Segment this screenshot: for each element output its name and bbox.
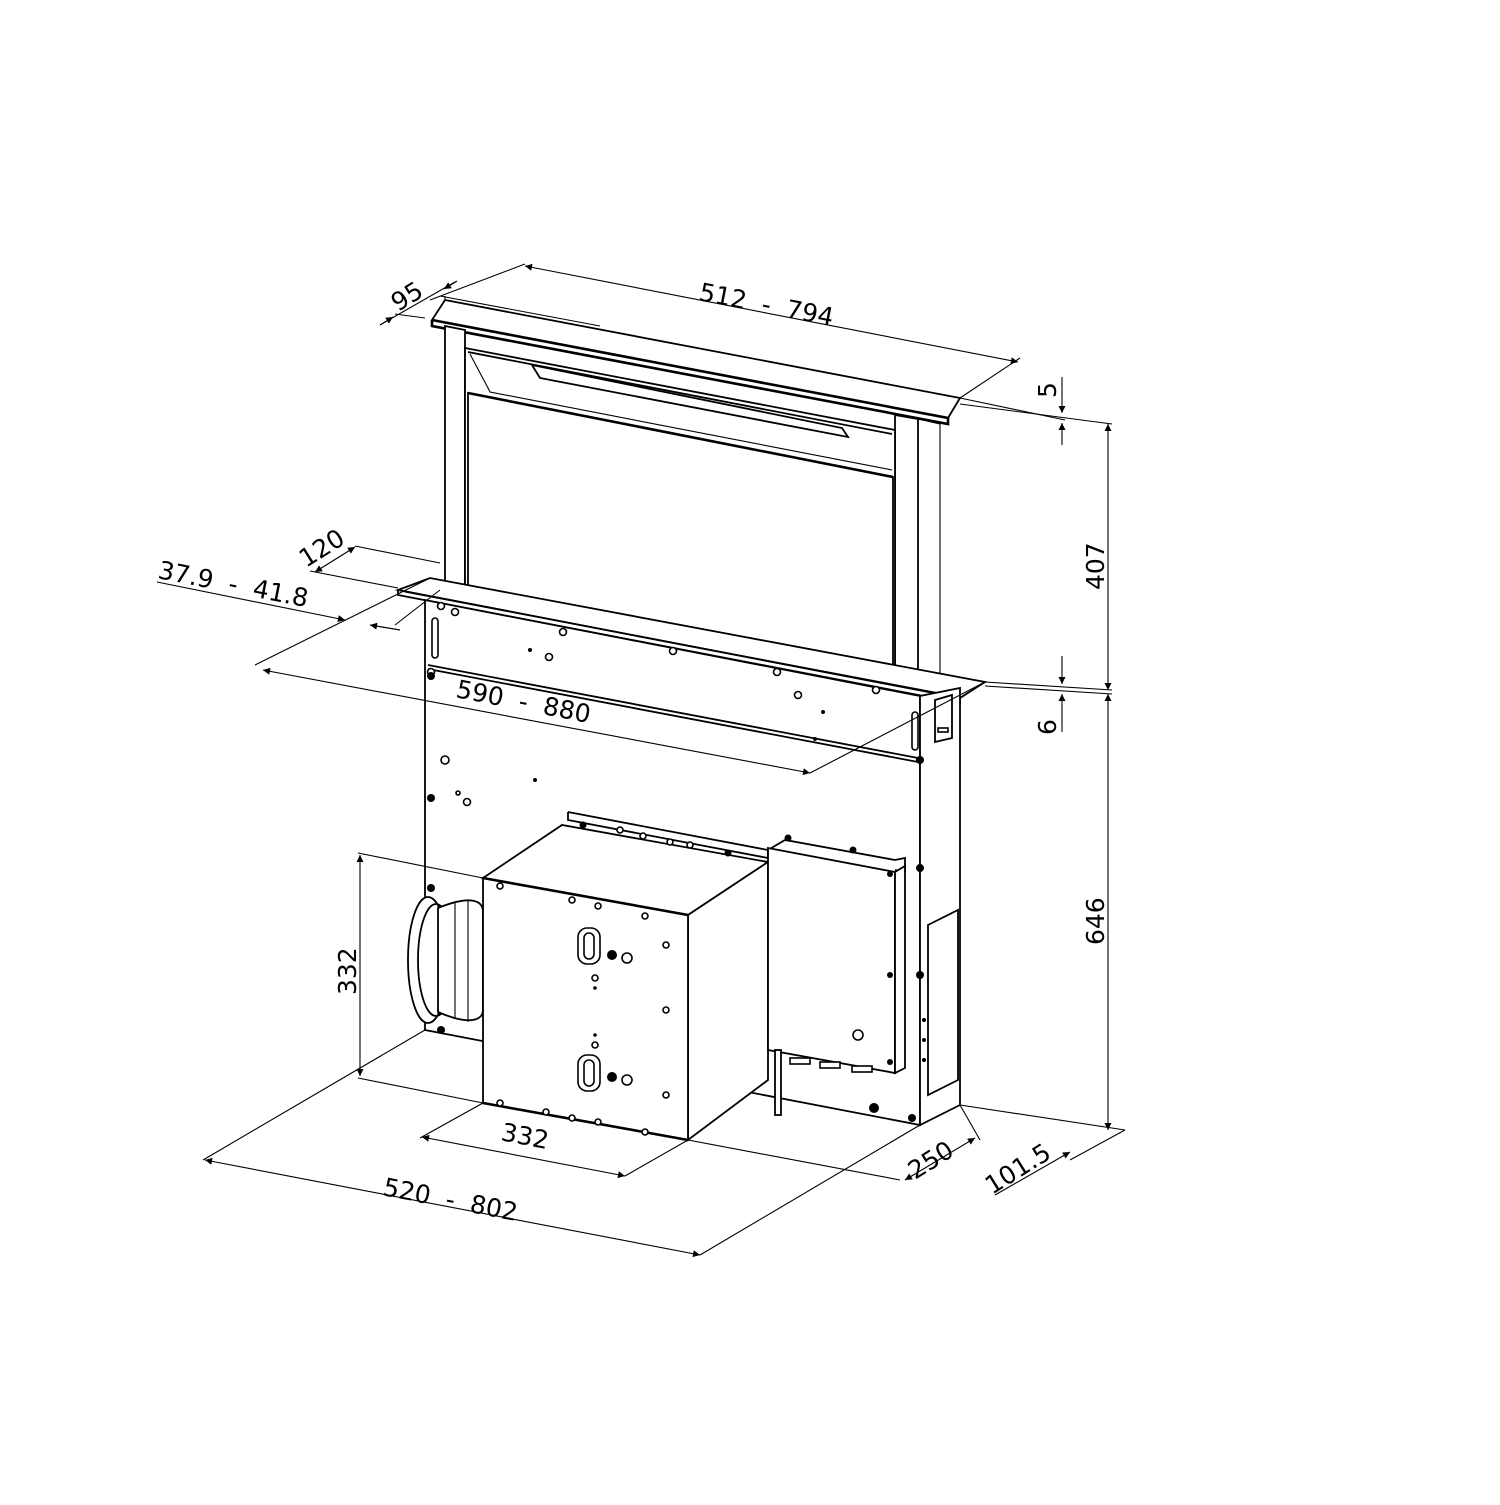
- dim-motor-width: 332: [499, 1117, 551, 1155]
- dim-worktop-thickness: 37.9 - 41.8: [156, 555, 311, 612]
- duct-outlet-icon: [407, 896, 484, 1024]
- dim-cutout-depth: 120: [294, 523, 350, 573]
- dim-hood-height: 407: [1081, 542, 1110, 590]
- dim-motor-height: 332: [333, 947, 362, 995]
- dim-top-lip: 5: [1033, 382, 1062, 398]
- dim-rear-offset: 101.5: [980, 1138, 1056, 1201]
- motor-box-icon: [480, 811, 771, 1142]
- dim-trim-thickness: 6: [1033, 719, 1062, 735]
- access-panel-icon: [927, 908, 959, 1097]
- dim-body-height: 646: [1081, 897, 1110, 945]
- dim-body-depth: 250: [903, 1135, 959, 1185]
- dim-hood-depth: 95: [386, 276, 428, 317]
- control-box-icon: [767, 834, 906, 1116]
- dimension-lines: [156, 263, 1126, 1258]
- dim-hood-width: 512 - 794: [697, 277, 836, 331]
- dim-base-width: 520 - 802: [381, 1172, 520, 1226]
